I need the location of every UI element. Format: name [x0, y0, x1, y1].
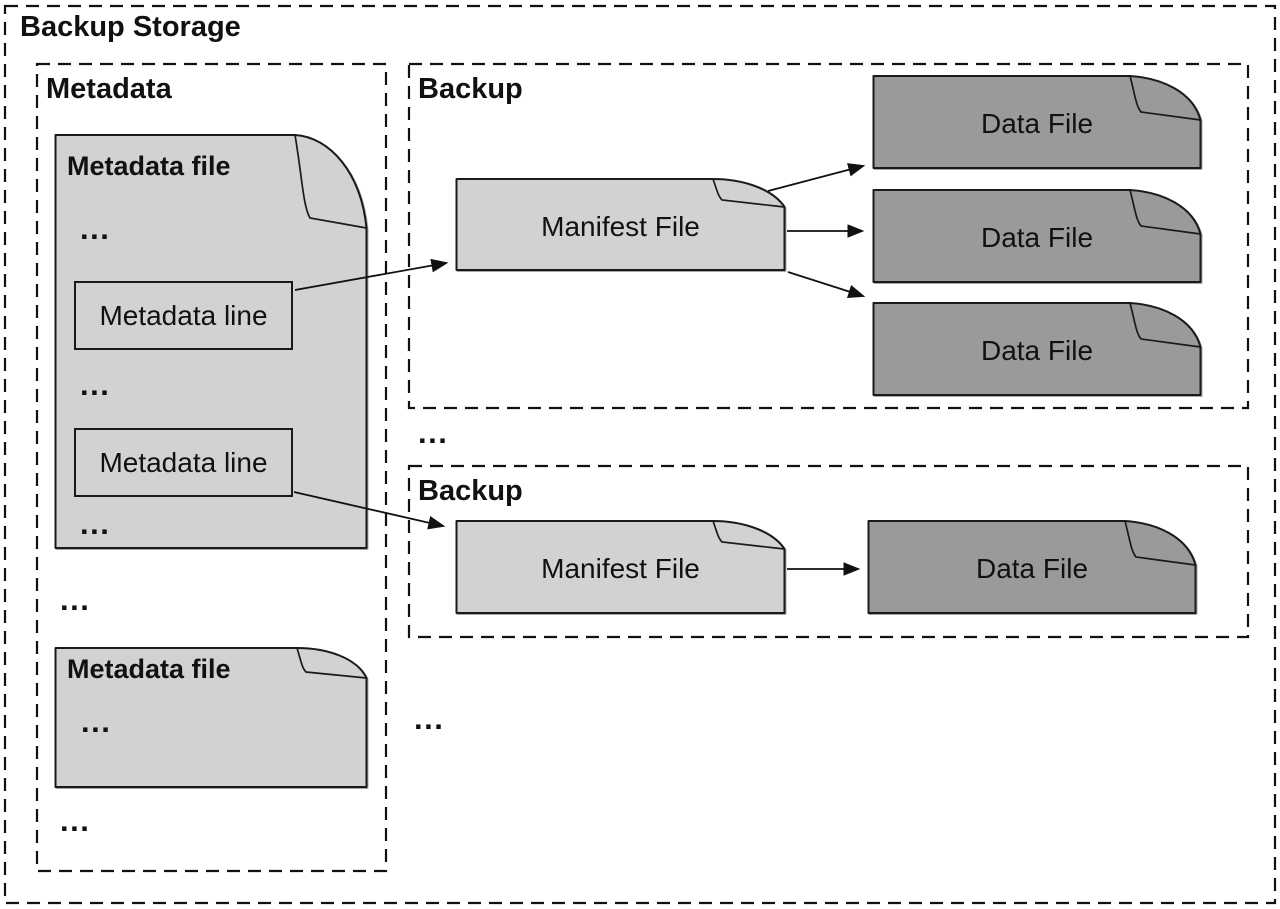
metadata-file-2: Metadata file ... [54, 645, 368, 790]
backup1-section-label: Backup [418, 73, 523, 105]
metadata-file-1-title: Metadata file [67, 151, 231, 181]
backup2-data-file-1-label: Data File [975, 553, 1089, 584]
metadata-file-1-ellipsis-2: ... [80, 367, 111, 402]
backup1-data-file-2: Data File [872, 187, 1202, 285]
backup1-data-file-3-label: Data File [980, 335, 1094, 366]
backup1-manifest-label: Manifest File [541, 210, 700, 242]
backup2-manifest-label: Manifest File [541, 553, 700, 584]
metadata-file-1: Metadata file ... Metadata line ... Meta… [54, 131, 368, 551]
backup1-data-file-2-label: Data File [980, 222, 1094, 253]
backup1-data-file-3: Data File [872, 300, 1202, 398]
metadata-file-2-ellipsis: ... [81, 704, 112, 739]
backups-gap-ellipsis: ... [418, 415, 449, 450]
bottom-gap-ellipsis: ... [414, 701, 445, 736]
arrow-manifest1-to-datafile3 [787, 271, 866, 299]
metadata-line-2-label: Metadata line [99, 446, 268, 478]
backup2-manifest-file: Manifest File [455, 518, 786, 616]
backup1-data-file-1-label: Data File [980, 108, 1094, 139]
metadata-line-1: Metadata line [74, 281, 293, 350]
metadata-section-label: Metadata [46, 73, 172, 105]
metadata-file-1-ellipsis-1: ... [80, 211, 111, 246]
backup1-data-file-1: Data File [872, 73, 1202, 171]
metadata-gap-ellipsis-1: ... [60, 582, 91, 617]
metadata-file-1-ellipsis-3: ... [80, 506, 111, 541]
metadata-line-2: Metadata line [74, 428, 293, 497]
backup2-section-label: Backup [418, 475, 523, 507]
metadata-file-2-title: Metadata file [67, 654, 231, 684]
metadata-gap-ellipsis-2: ... [60, 803, 91, 838]
backup2-data-file-1: Data File [867, 518, 1197, 616]
backup1-manifest-file: Manifest File [455, 176, 786, 273]
backup-storage-title: Backup Storage [20, 11, 241, 43]
metadata-line-1-label: Metadata line [99, 299, 268, 331]
